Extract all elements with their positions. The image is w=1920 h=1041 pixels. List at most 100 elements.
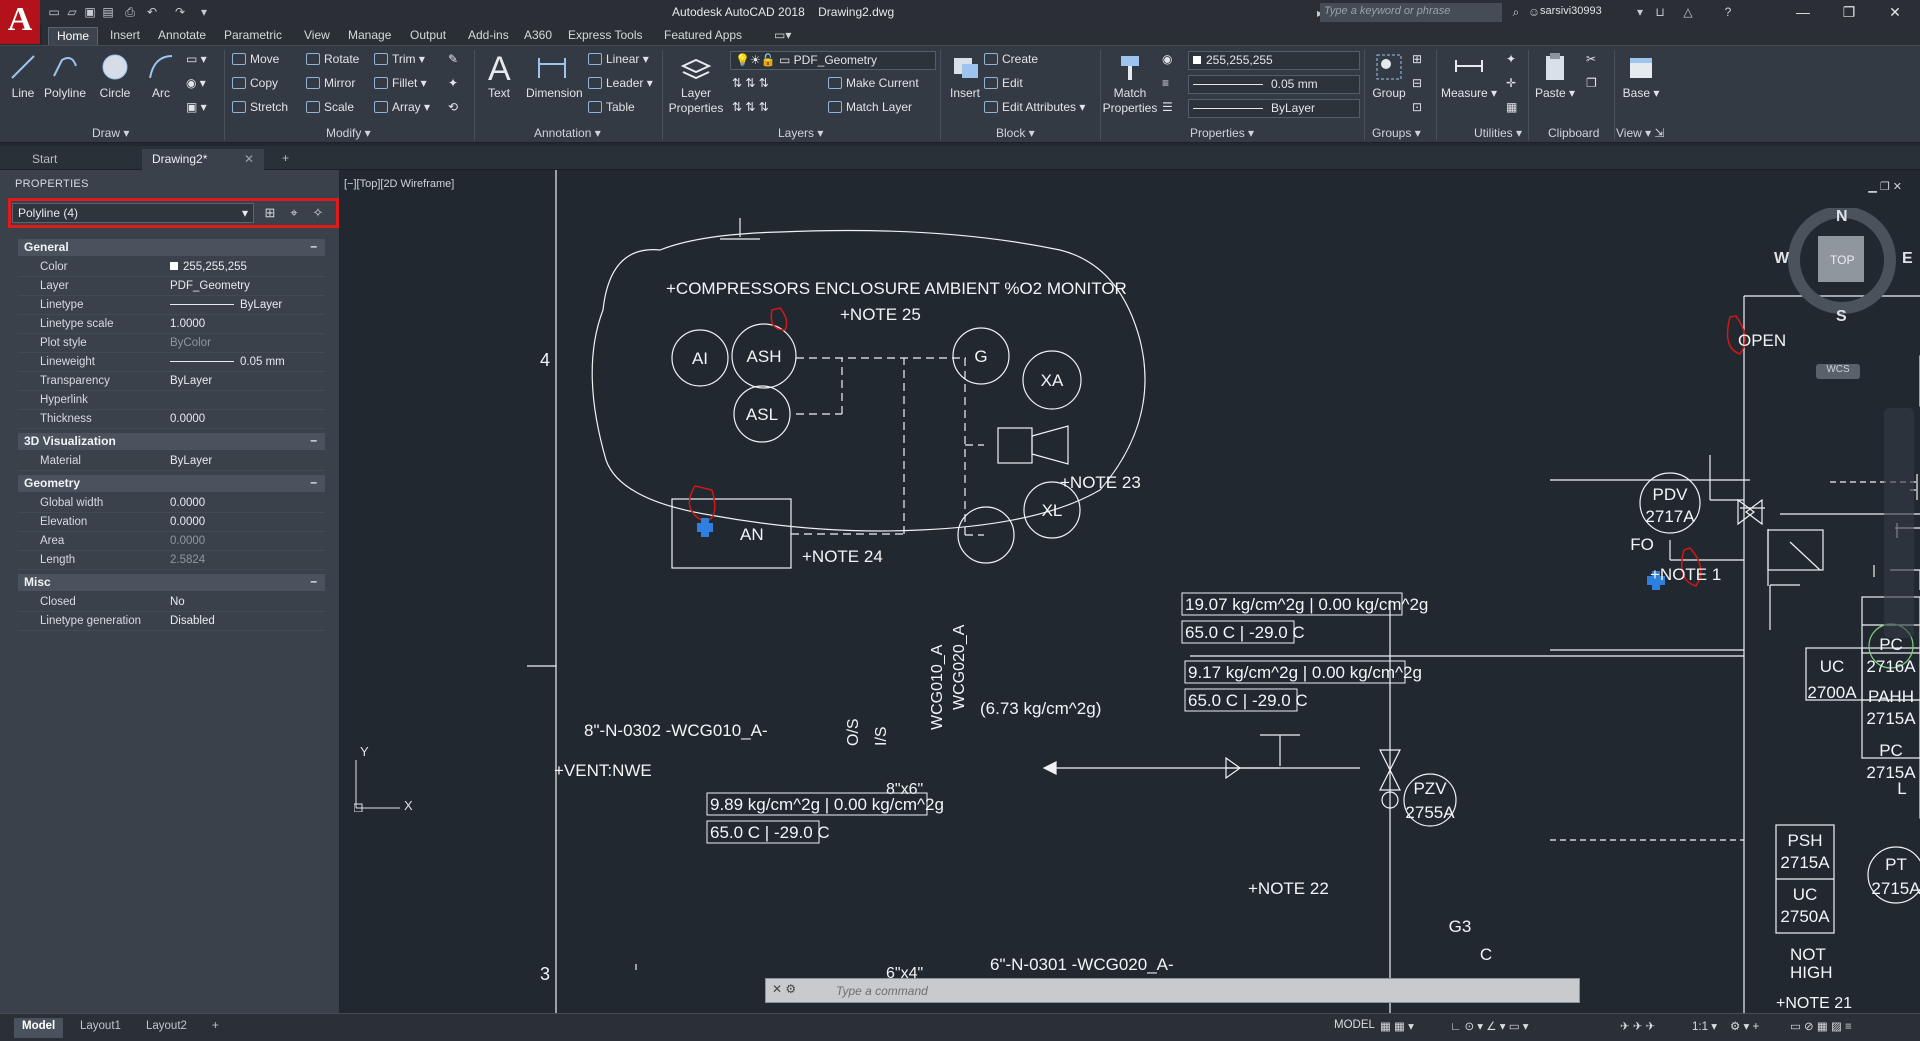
quick-select-icon[interactable]: ✦ <box>1506 52 1517 66</box>
tab-annotate[interactable]: Annotate <box>158 28 207 42</box>
viewcube-top-face[interactable]: TOP <box>1830 253 1855 267</box>
tab-express-tools[interactable]: Express Tools <box>568 28 643 42</box>
property-value[interactable]: ByLayer <box>170 455 213 467</box>
help-search-input[interactable]: Type a keyword or phrase <box>1320 3 1502 22</box>
utilities-panel-label[interactable]: Utilities ▾ <box>1474 126 1523 140</box>
plot-icon[interactable]: ⎙ <box>125 5 135 19</box>
property-value[interactable]: ByLayer <box>170 375 213 387</box>
layout-tab-layout2[interactable]: Layout2 <box>146 1020 187 1032</box>
property-value[interactable]: ByLayer <box>170 299 282 311</box>
line-tool[interactable]: Line <box>0 50 46 124</box>
view-panel-label[interactable]: View ▾ ⇲ <box>1616 126 1665 140</box>
open-file-icon[interactable]: ▱ <box>67 5 77 19</box>
tab-manage[interactable]: Manage <box>348 28 392 42</box>
copy-clip-icon[interactable]: ❐ <box>1586 76 1597 90</box>
tab-home[interactable]: Home <box>48 27 99 45</box>
user-icon[interactable]: ☺ <box>1527 5 1541 19</box>
layout-tab-model[interactable]: Model <box>14 1018 64 1038</box>
property-value[interactable]: 255,255,255 <box>170 261 247 273</box>
section-3d-visualization[interactable]: 3D Visualization– <box>18 433 325 450</box>
property-value[interactable]: 0.0000 <box>170 497 206 509</box>
ungroup-icon[interactable]: ⊞ <box>1412 52 1423 66</box>
arc-tool[interactable]: Arc <box>138 50 184 124</box>
navigation-bar[interactable] <box>1884 408 1914 638</box>
tab-view[interactable]: View <box>304 28 330 42</box>
fillet-button[interactable]: Fillet ▾ <box>374 76 427 94</box>
workspace-gear-icon[interactable]: ⚙ ▾ + <box>1730 1021 1760 1033</box>
undo-icon[interactable]: ↶ <box>146 5 158 19</box>
property-row-hyperlink[interactable]: Hyperlink <box>18 391 325 410</box>
section-misc[interactable]: Misc– <box>18 574 325 591</box>
rectangle-icon[interactable]: ▭ ▾ <box>186 52 207 66</box>
make-current-button[interactable]: Make Current <box>828 76 919 94</box>
new-tab-icon[interactable]: + <box>282 151 290 165</box>
add-layout-icon[interactable]: + <box>212 1020 219 1032</box>
command-close-icon[interactable]: ✕ ⚙ <box>772 982 797 996</box>
circle-tool[interactable]: Circle <box>92 50 138 124</box>
create-block-button[interactable]: Create <box>984 52 1038 70</box>
point-icon[interactable]: ✛ <box>1506 76 1517 90</box>
minimize-icon[interactable]: — <box>1796 4 1810 20</box>
command-input[interactable]: Type a command <box>836 984 928 998</box>
groups-panel-label[interactable]: Groups ▾ <box>1372 126 1421 140</box>
table-button[interactable]: Table <box>588 100 635 118</box>
region-icon[interactable]: ▣ ▾ <box>186 100 207 114</box>
autocad-logo-button[interactable]: A <box>0 0 40 44</box>
annotation-panel-label[interactable]: Annotation ▾ <box>534 126 601 140</box>
lineweight-dropdown[interactable]: 0.05 mm <box>1188 75 1360 94</box>
section-geometry[interactable]: Geometry– <box>18 475 325 492</box>
redo-icon[interactable]: ↷ <box>174 5 186 19</box>
property-value[interactable]: PDF_Geometry <box>170 280 250 292</box>
linetype-dropdown[interactable]: ByLayer <box>1188 99 1360 118</box>
layer-dropdown[interactable]: 💡☀🔓 ▭ PDF_Geometry <box>730 51 936 70</box>
polyline-tool[interactable]: Polyline <box>42 50 88 124</box>
wcs-menu-button[interactable]: WCS <box>1816 364 1860 379</box>
paste-tool[interactable]: Paste ▾ <box>1532 50 1578 124</box>
drawing-viewport[interactable]: [−][Top][2D Wireframe] ▁ ❐ ✕ <box>340 170 1920 1013</box>
copy-button[interactable]: Copy <box>232 76 278 94</box>
properties-panel-label[interactable]: Properties ▾ <box>1190 126 1255 140</box>
property-value[interactable]: 1.0000 <box>170 318 206 330</box>
status-extra-icons[interactable]: ▭ ⊘ ▦ ▨ ≡ <box>1790 1021 1852 1033</box>
viewport-controls-label[interactable]: [−][Top][2D Wireframe] <box>344 178 455 190</box>
tab-options-icon[interactable]: ▭▾ <box>774 28 792 42</box>
trim-button[interactable]: Trim ▾ <box>374 52 425 70</box>
group-selection-icon[interactable]: ⊡ <box>1412 100 1423 114</box>
viewcube[interactable]: TOP N S W E <box>1774 206 1913 328</box>
match-properties-tool[interactable]: Match Properties <box>1102 50 1158 124</box>
property-value[interactable]: No <box>170 596 185 608</box>
binoculars-icon[interactable]: ⌕ <box>1512 5 1520 19</box>
compass-w[interactable]: W <box>1774 250 1790 267</box>
clipboard-panel-label[interactable]: Clipboard <box>1548 126 1600 140</box>
modify-panel-label[interactable]: Modify ▾ <box>326 126 371 140</box>
property-value[interactable]: 0.05 mm <box>170 356 285 368</box>
restore-icon[interactable]: ❐ <box>1842 4 1856 20</box>
rotate-button[interactable]: Rotate <box>306 52 359 70</box>
close-icon[interactable]: ✕ <box>1889 4 1901 20</box>
property-value[interactable]: 0.0000 <box>170 413 206 425</box>
a360-icon[interactable]: △ <box>1683 5 1693 19</box>
property-value[interactable]: 0.0000 <box>170 535 206 547</box>
section-general[interactable]: General– <box>18 239 325 256</box>
calculator-icon[interactable]: ▦ <box>1506 100 1518 114</box>
annotation-scale-dropdown[interactable]: 1:1 ▾ <box>1692 1021 1717 1033</box>
scale-button[interactable]: Scale <box>306 100 354 118</box>
tab-featured-apps[interactable]: Featured Apps <box>664 28 743 42</box>
select-objects-icon[interactable]: ⌖ <box>290 205 298 220</box>
cut-icon[interactable]: ✂ <box>1586 52 1597 66</box>
ortho-icon[interactable]: ∟ ⊙ ▾ ∠ ▾ ▭ ▾ <box>1450 1021 1529 1033</box>
linear-dimension-button[interactable]: Linear ▾ <box>588 52 649 70</box>
match-layer-button[interactable]: Match Layer <box>828 100 912 118</box>
dimension-tool[interactable]: Dimension <box>526 50 583 124</box>
